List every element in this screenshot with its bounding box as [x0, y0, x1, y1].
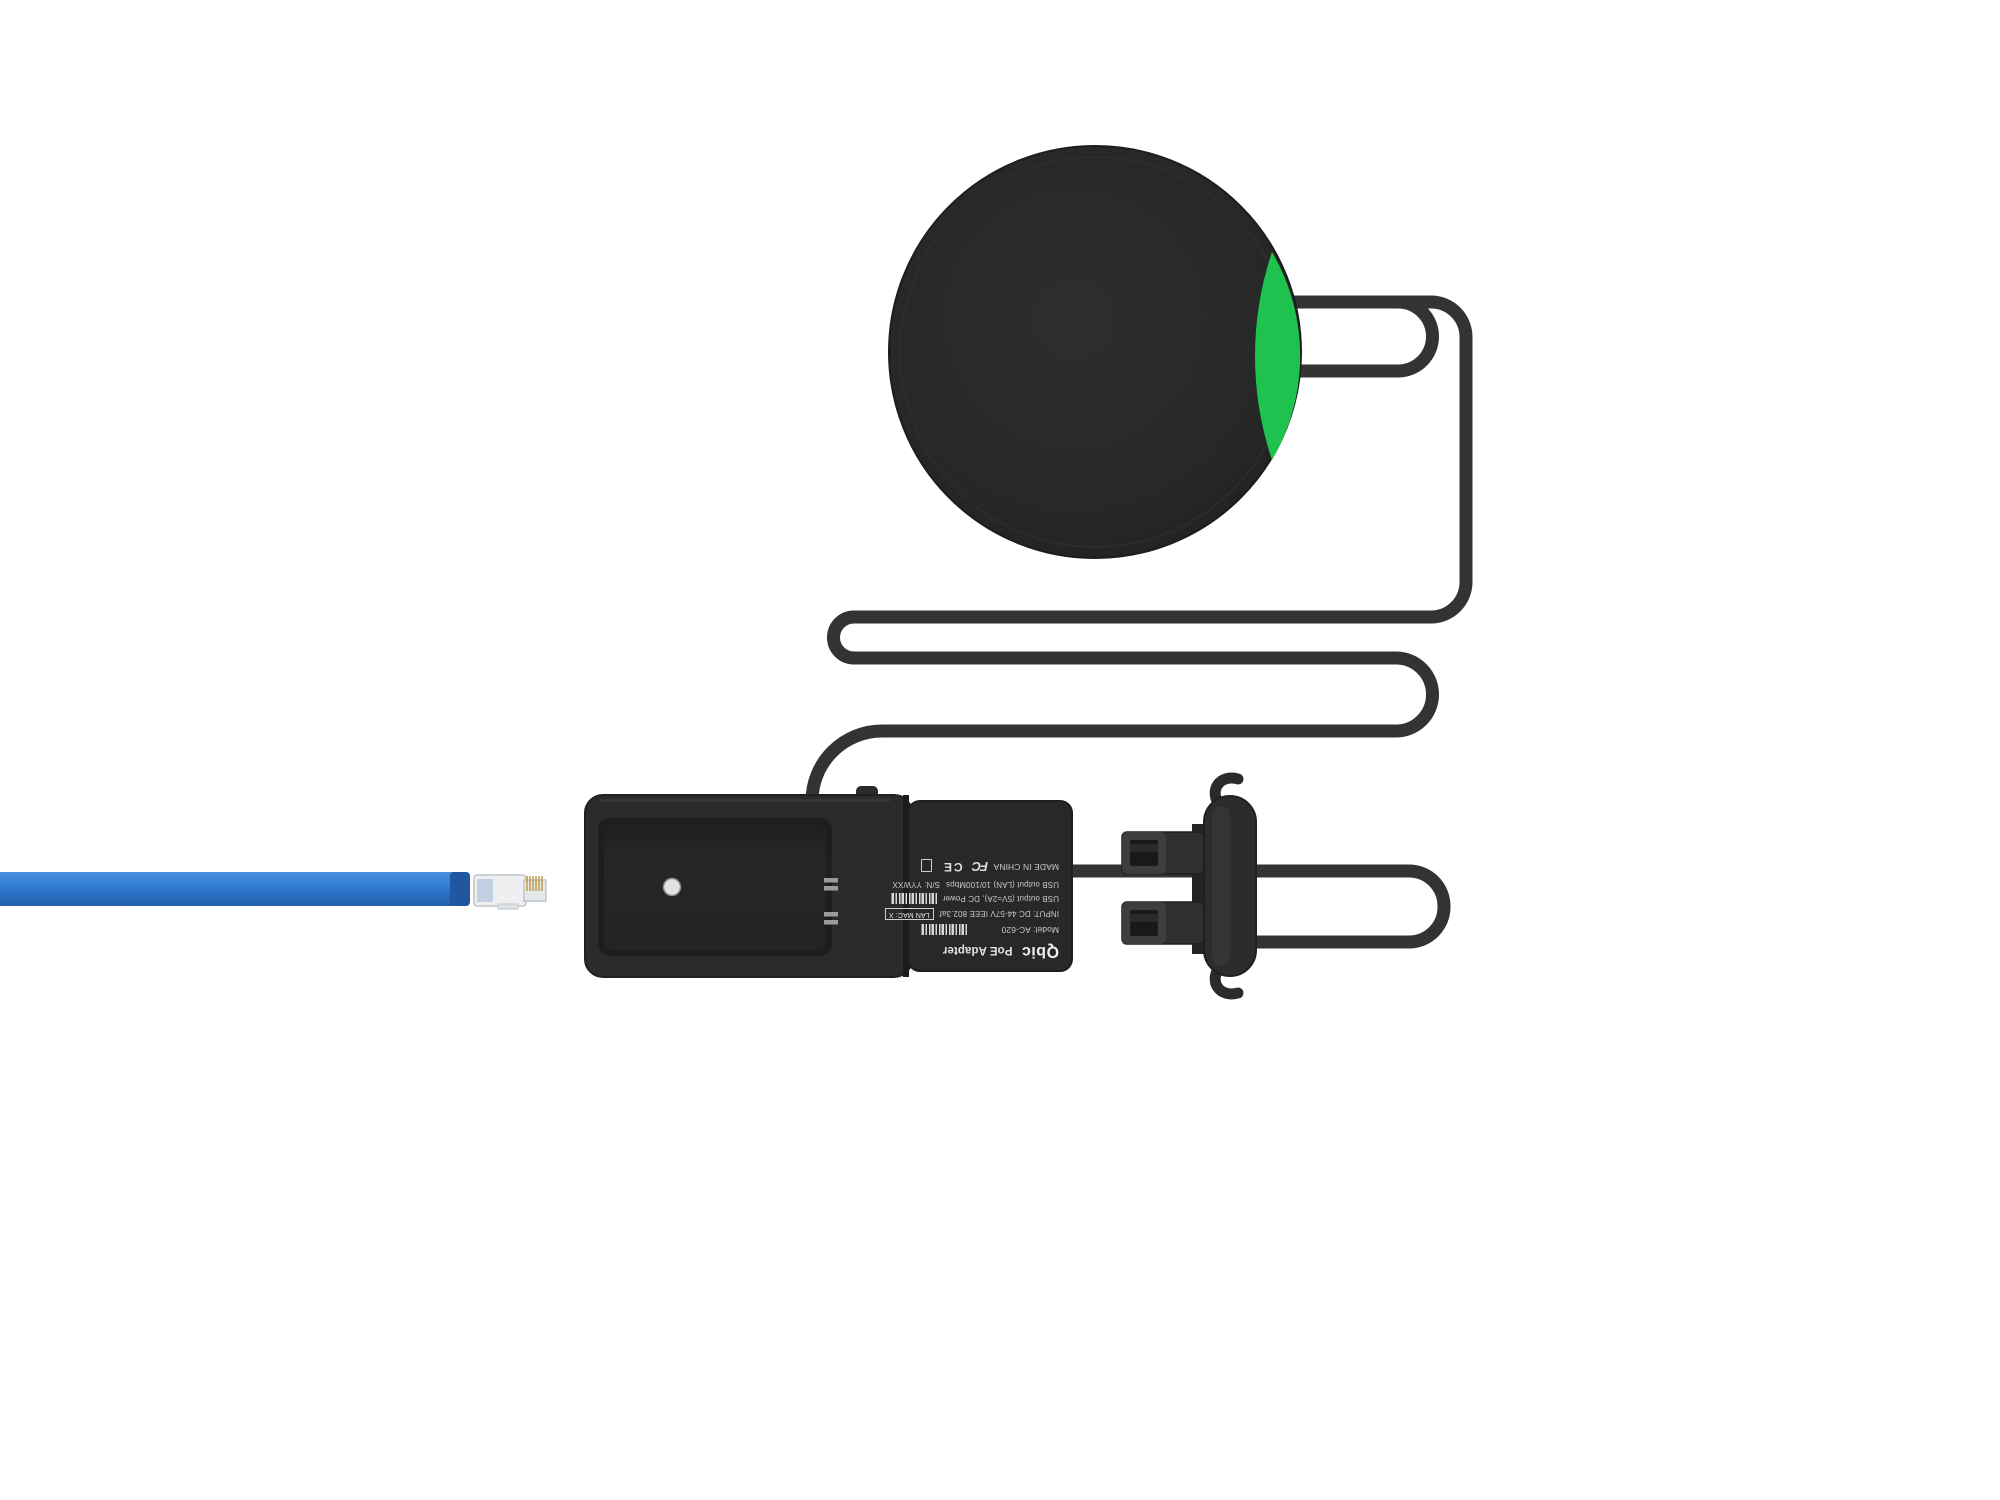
usb-plug-top: [1121, 831, 1205, 875]
brand-logo: Qbic: [1021, 943, 1059, 960]
serial-barcode-icon: [921, 923, 967, 935]
puck-body: [888, 145, 1302, 559]
rj45-cable-window: [477, 879, 493, 902]
usb-plug-bottom: [1121, 901, 1205, 945]
adapter-label: Qbic PoE Adapter Model: AC-620 INPUT: DC…: [884, 806, 1068, 968]
grommet-bar-highlight: [1212, 806, 1230, 966]
fcc-mark-icon: FC: [972, 859, 989, 875]
label-row-usb-lan: USB output (LAN) 10/100Mbps S/N: YYWXX: [892, 879, 1059, 889]
usb-plug-bottom-tongue: [1130, 914, 1158, 922]
usb-power-text: USB output (5V=2A), DC Power: [942, 893, 1059, 903]
mac-barcode-icon: [890, 892, 937, 904]
adapter-brand-row: Qbic PoE Adapter: [921, 942, 1059, 960]
rj45-clip: [497, 903, 519, 910]
made-in-text: MADE IN CHINA: [993, 861, 1059, 872]
power-cable-group: [805, 295, 1473, 949]
puck-green-accent: [1255, 252, 1301, 460]
ethernet-cable-endcap: [450, 872, 470, 906]
rj45-pins: [526, 876, 543, 891]
usb-plug-assembly: [1121, 772, 1257, 1000]
ethernet-cable-body: [0, 872, 468, 906]
adapter-seam: [903, 795, 909, 977]
adapter-slot-hole: [662, 877, 682, 897]
label-row-input: INPUT: DC 44-57V IEEE 802.3af LAN MAC: X: [884, 907, 1059, 920]
cert-marks: FC CE: [921, 858, 989, 875]
serial-text: S/N: YYWXX: [892, 879, 941, 889]
ethernet-cable: [0, 872, 547, 910]
doc-icon: [921, 859, 932, 873]
adapter-slot-floor: [604, 824, 826, 950]
puck-device: [888, 145, 1302, 559]
poe-adapter: [584, 786, 1073, 978]
rj45-connector: [473, 874, 547, 910]
product-name: PoE Adapter: [942, 944, 1013, 956]
adapter-cap-top-highlight: [600, 799, 890, 802]
usb-plug-top-tongue: [1130, 844, 1158, 852]
model-text: Model: AC-620: [1001, 925, 1059, 935]
usb-plug-bottom-opening: [1130, 910, 1158, 936]
label-row-model: Model: AC-620: [921, 923, 1059, 935]
label-row-usb-power: USB output (5V=2A), DC Power: [890, 892, 1059, 904]
usb-plug-top-opening: [1130, 840, 1158, 866]
power-cable: [805, 295, 1473, 949]
input-spec-text: INPUT: DC 44-57V IEEE 802.3af: [939, 909, 1059, 919]
label-row-certs: MADE IN CHINA FC CE: [921, 858, 1059, 875]
adapter-vents: [824, 878, 838, 925]
usb-lan-text: USB output (LAN) 10/100Mbps: [946, 879, 1059, 889]
lan-mac-box: LAN MAC: X: [884, 907, 934, 920]
grommet-bar: [1203, 795, 1257, 977]
ce-mark-icon: CE: [942, 859, 963, 874]
